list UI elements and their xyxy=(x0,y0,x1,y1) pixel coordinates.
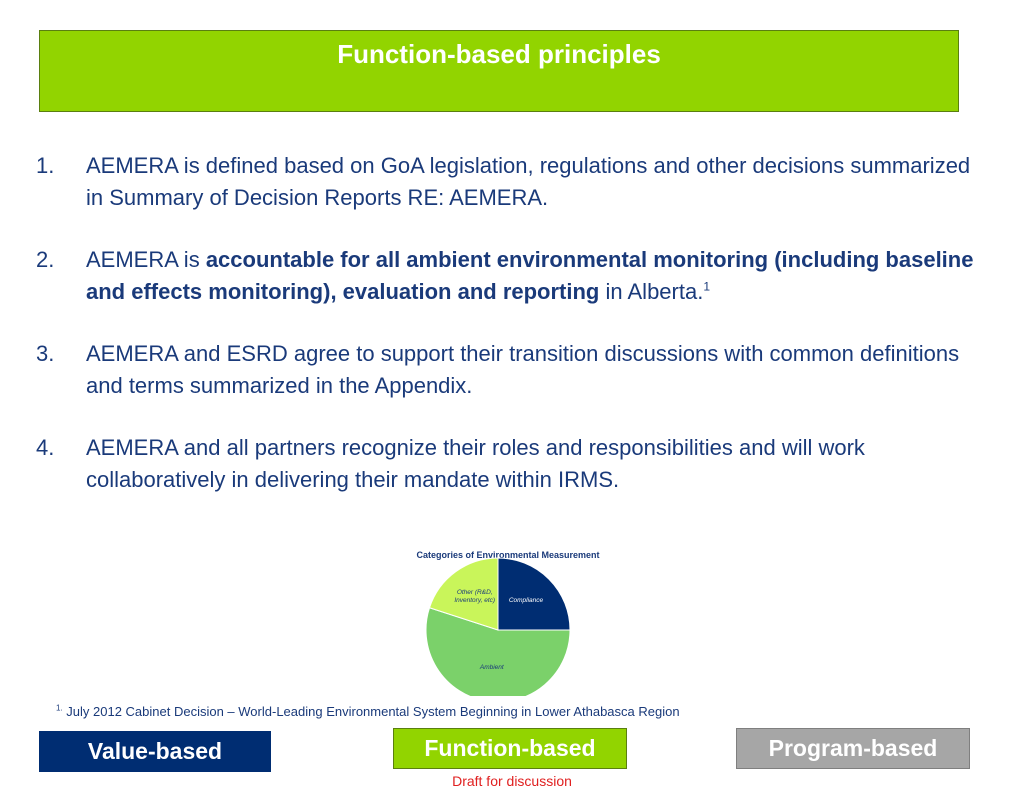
item-text-before: AEMERA is xyxy=(86,247,206,272)
principle-item-2: 2. AEMERA is accountable for all ambient… xyxy=(36,244,976,308)
function-based-button[interactable]: Function-based xyxy=(393,728,627,769)
measurement-pie-chart: Categories of Environmental Measurement … xyxy=(416,550,600,696)
footnote-reference: 1 xyxy=(703,279,711,294)
footnote: 1. July 2012 Cabinet Decision – World-Le… xyxy=(56,704,680,719)
item-number: 3. xyxy=(36,341,55,366)
program-based-button[interactable]: Program-based xyxy=(736,728,970,769)
item-text-after: in Alberta. xyxy=(599,279,704,304)
item-text: AEMERA and ESRD agree to support their t… xyxy=(86,341,960,398)
item-number: 2. xyxy=(36,247,55,272)
item-text: AEMERA is defined based on GoA legislati… xyxy=(86,153,971,210)
slide-title: Function-based principles xyxy=(337,39,661,69)
footnote-marker: 1. xyxy=(56,703,63,713)
principles-list: 1. AEMERA is defined based on GoA legisl… xyxy=(36,150,976,526)
pie-slice-label: Other (R&D,Inventory, etc) xyxy=(454,589,495,604)
pie-slice xyxy=(428,557,499,631)
item-text: AEMERA and all partners recognize their … xyxy=(86,435,865,492)
title-banner: Function-based principles xyxy=(39,30,959,112)
item-number: 1. xyxy=(36,153,55,178)
chart-title: Categories of Environmental Measurement xyxy=(416,550,599,560)
principle-item-1: 1. AEMERA is defined based on GoA legisl… xyxy=(36,150,976,214)
pie-slice xyxy=(497,557,571,631)
principle-item-3: 3. AEMERA and ESRD agree to support thei… xyxy=(36,338,976,402)
item-number: 4. xyxy=(36,435,55,460)
item-text-bold: accountable for all ambient environmenta… xyxy=(86,247,974,304)
pie-slices xyxy=(425,557,571,696)
value-based-button[interactable]: Value-based xyxy=(39,731,271,772)
pie-slice xyxy=(425,607,571,696)
pie-slice-label: Compliance xyxy=(509,597,544,604)
draft-label: Draft for discussion xyxy=(452,773,572,789)
footnote-text: July 2012 Cabinet Decision – World-Leadi… xyxy=(62,704,680,719)
principle-item-4: 4. AEMERA and all partners recognize the… xyxy=(36,432,976,496)
pie-slice-label: Ambient xyxy=(479,664,505,671)
